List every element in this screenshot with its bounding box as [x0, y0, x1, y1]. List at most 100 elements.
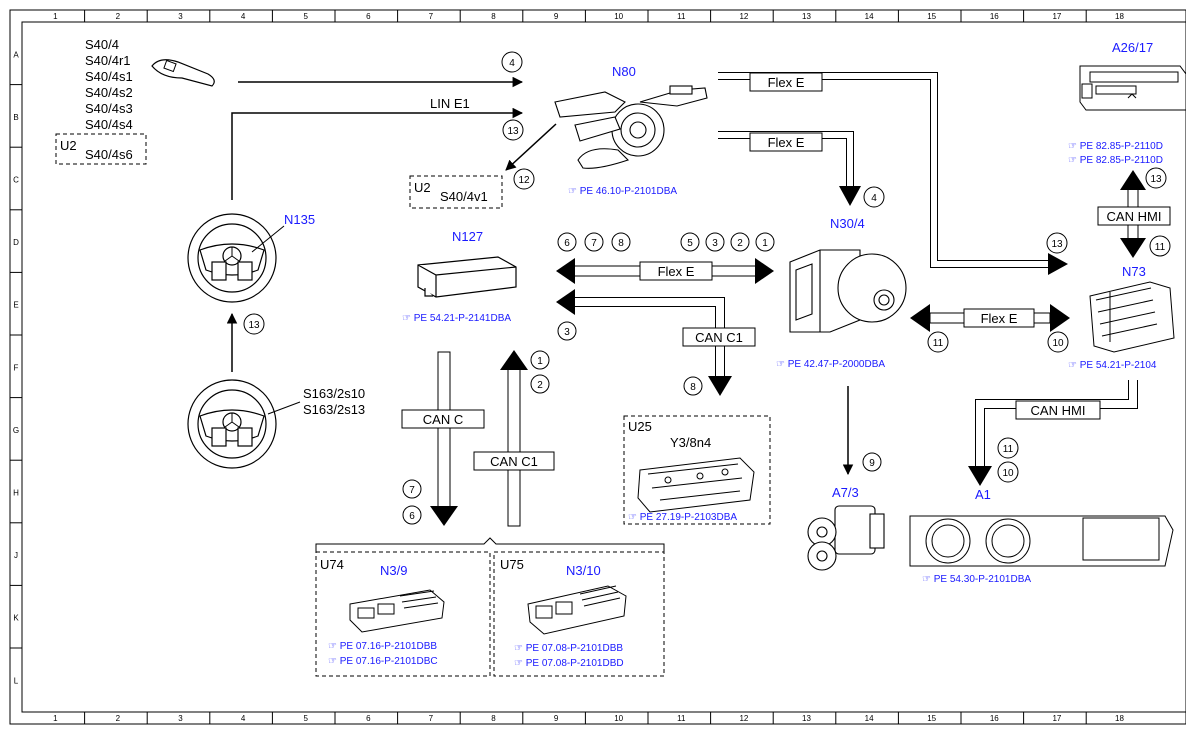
num-13-lin [502, 119, 524, 141]
u75-box [493, 551, 665, 677]
grid-col-top-14: 14 [865, 12, 874, 21]
n80-steering-column-module-icon [554, 85, 708, 169]
grid-row-D: D [13, 238, 19, 247]
can-hmi-up-arrowhead [1120, 170, 1146, 190]
grid-row-F: F [14, 363, 19, 372]
num-13-s163-text: 13 [248, 320, 260, 331]
grid-col-bottom-8: 8 [491, 714, 496, 723]
can-c1-box-top [682, 327, 756, 347]
grid-col-top-12: 12 [739, 12, 748, 21]
num-10-a1-text: 10 [1002, 468, 1014, 479]
grid-col-bottom-9: 9 [554, 714, 559, 723]
flex-e-top-arrowhead [1048, 253, 1068, 275]
s163-steering-wheel-icon [187, 379, 277, 469]
grid-col-bottom-11: 11 [677, 714, 686, 723]
can-c-arrowhead [430, 506, 458, 526]
grid-col-top-8: 8 [491, 12, 496, 21]
grid-col-top-2: 2 [116, 12, 121, 21]
grid-col-bottom-5: 5 [303, 714, 308, 723]
u2-top-label: U2 [60, 138, 77, 153]
flex-e-left-arrowhead [556, 258, 575, 284]
flex-e-label-right: Flex E [981, 311, 1018, 326]
n127-module-icon [417, 256, 517, 298]
num-7b-text: 7 [409, 485, 415, 496]
grid-col-top-1: 1 [53, 12, 58, 21]
grid-col-top-16: 16 [990, 12, 999, 21]
n30-4-abs-module-icon [789, 249, 907, 333]
n80-ref: ☞ PE 46.10-P-2101DBA [568, 186, 677, 197]
num-11-hmi [1149, 235, 1171, 257]
flex-e-box-right [963, 308, 1035, 328]
s40-label-3: S40/4s2 [85, 85, 133, 100]
num-4-top-text: 4 [509, 58, 515, 69]
num-2: 2 [737, 238, 743, 249]
a1-label: A1 [975, 487, 991, 502]
grid-col-bottom-14: 14 [865, 714, 874, 723]
num-8b-text: 8 [690, 382, 696, 393]
grid-row-B: B [13, 113, 18, 122]
u75-label: U75 [500, 557, 524, 572]
num-6b [402, 505, 422, 525]
n135-leader [251, 225, 285, 253]
n30-4-ref: ☞ PE 42.47-P-2000DBA [776, 359, 885, 370]
can-c1-down-arrowhead [708, 376, 732, 396]
u75-ref-1: ☞ PE 07.08-P-2101DBD [514, 658, 624, 669]
n80-label: N80 [612, 64, 636, 79]
a7-3-brake-booster-icon [807, 505, 885, 571]
num-10-a1 [997, 461, 1019, 483]
flex-e-label-mid: Flex E [658, 264, 695, 279]
grid-col-top-5: 5 [303, 12, 308, 21]
num-5: 5 [687, 238, 693, 249]
num-10-right [1047, 331, 1069, 353]
num-6: 6 [564, 238, 570, 249]
num-4-top [501, 51, 523, 73]
grid-row-G: G [13, 426, 19, 435]
grid-col-top-11: 11 [677, 12, 686, 21]
u25-code: Y3/8n4 [670, 435, 711, 450]
grid-row-A: A [13, 50, 19, 59]
num-1b [530, 350, 550, 370]
can-c1-box-bottom [473, 451, 555, 471]
a26-17-ref-0: ☞ PE 82.85-P-2110D [1068, 141, 1163, 152]
grid-row-C: C [13, 176, 19, 185]
n73-ref: ☞ PE 54.21-P-2104 [1068, 360, 1157, 371]
s40-label-2: S40/4s1 [85, 69, 133, 84]
num-11-a1 [997, 437, 1019, 459]
grid-col-bottom-10: 10 [614, 714, 623, 723]
grid-col-bottom-13: 13 [802, 714, 811, 723]
can-hmi-a1-arrowhead [968, 466, 992, 486]
n73-label: N73 [1122, 264, 1146, 279]
grid-col-top-3: 3 [178, 12, 183, 21]
lin-e1-label: LIN E1 [430, 96, 470, 111]
n127-label: N127 [452, 229, 483, 244]
u2-mid-box [409, 175, 503, 209]
n3-10-ecu-icon [527, 585, 627, 635]
num-7b [402, 479, 422, 499]
n73-ezs-module-icon [1089, 281, 1175, 353]
a26-17-label: A26/17 [1112, 40, 1153, 55]
flex-e-right-arrowhead [755, 258, 774, 284]
num-11-left [927, 331, 949, 353]
num-13-hmi [1145, 167, 1167, 189]
can-c1-label-bottom: CAN C1 [490, 454, 538, 469]
num-1: 1 [762, 238, 768, 249]
can-hmi-box-top [1097, 206, 1171, 226]
num-12 [513, 168, 535, 190]
u25-label: U25 [628, 419, 652, 434]
s40-label-group: S40/4 S40/4r1 S40/4s1 S40/4s2 S40/4s3 S4… [85, 37, 133, 132]
grid-col-top-9: 9 [554, 12, 559, 21]
can-c-label: CAN C [423, 412, 463, 427]
grid-col-bottom-7: 7 [429, 714, 434, 723]
a1-ref: ☞ PE 54.30-P-2101DBA [922, 574, 1031, 585]
can-hmi-down-arrowhead [1120, 238, 1146, 258]
flex-e-label-2: Flex E [768, 135, 805, 150]
a1-instrument-cluster-icon [909, 515, 1174, 567]
flex-e-n30-arrowhead [839, 186, 861, 206]
flex-e-box-top [749, 72, 823, 92]
grid-ticks [10, 10, 1087, 724]
flex-e-bus-top-inner [718, 73, 1050, 267]
num-9 [862, 452, 882, 472]
grid-row-L: L [14, 676, 19, 685]
s40-label-5: S40/4s4 [85, 117, 133, 132]
